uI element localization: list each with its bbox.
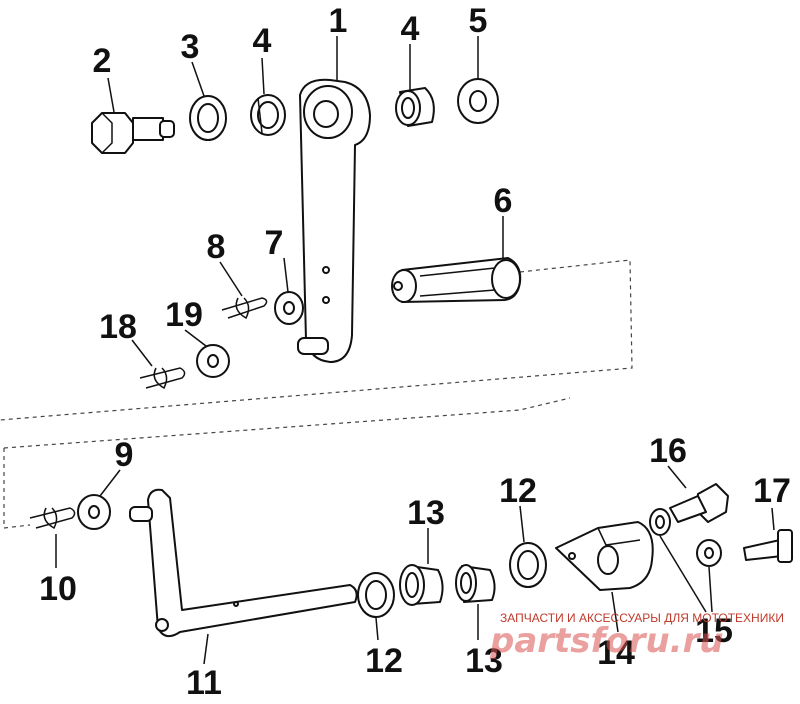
part-18-clip [139,367,186,390]
watermark: ЗАПЧАСТИ И АКСЕССУАРЫ ДЛЯ МОТОТЕХНИКИ pa… [489,611,784,661]
part-8-clip [221,297,268,320]
callout-13-top: 13 [407,494,445,532]
part-15-washers [649,508,722,567]
callout-4-right: 4 [401,10,420,48]
callout-6: 6 [494,182,513,220]
leader-lines [55,36,775,665]
watermark-caption: ЗАПЧАСТИ И АКСЕССУАРЫ ДЛЯ МОТОТЕХНИКИ [500,611,784,625]
callout-7: 7 [265,224,284,262]
part-19-washer [196,344,230,378]
callout-8: 8 [207,228,226,266]
part-14-bracket [555,521,654,591]
part-2-bolt [91,112,175,154]
callout-3: 3 [181,28,200,66]
part-4-bushing-right [395,87,435,127]
callout-11: 11 [186,664,222,702]
callout-2: 2 [93,42,112,80]
callout-16: 16 [649,432,687,470]
part-5-washer [457,78,499,124]
callout-15: 15 [695,612,733,650]
callout-13-bottom: 13 [465,642,503,680]
callout-4-left: 4 [253,22,272,60]
part-11-shaft [129,488,358,638]
callout-5: 5 [469,2,488,40]
part-7-washer [274,291,304,325]
part-12-washer-right [509,542,547,588]
callout-1: 1 [329,2,348,40]
part-6-link-rod [391,257,522,303]
part-9-washer [77,494,111,530]
callout-14: 14 [597,634,635,672]
part-12-washer-left [357,572,395,618]
callout-12-left: 12 [365,642,403,680]
part-17-screw [743,529,793,563]
callout-9: 9 [115,436,134,474]
callout-17: 17 [753,472,791,510]
callout-19: 19 [165,296,203,334]
callout-10: 10 [39,570,77,608]
callout-12-right: 12 [499,472,537,510]
part-3-washer [189,95,227,141]
part-13-bushing-left [399,564,444,606]
part-16-bolt [669,483,729,523]
callouts: 1 2 3 4 4 5 6 7 8 18 19 9 10 11 12 13 13… [39,2,791,702]
part-13-bushing-right [455,564,496,603]
alignment-lines [0,259,633,529]
part-10-clip [29,507,76,530]
watermark-logo: partsforu.ru [489,621,724,661]
callout-18: 18 [99,308,137,346]
part-1-lever-arm [297,78,371,363]
part-4-bushing-left [250,94,286,136]
